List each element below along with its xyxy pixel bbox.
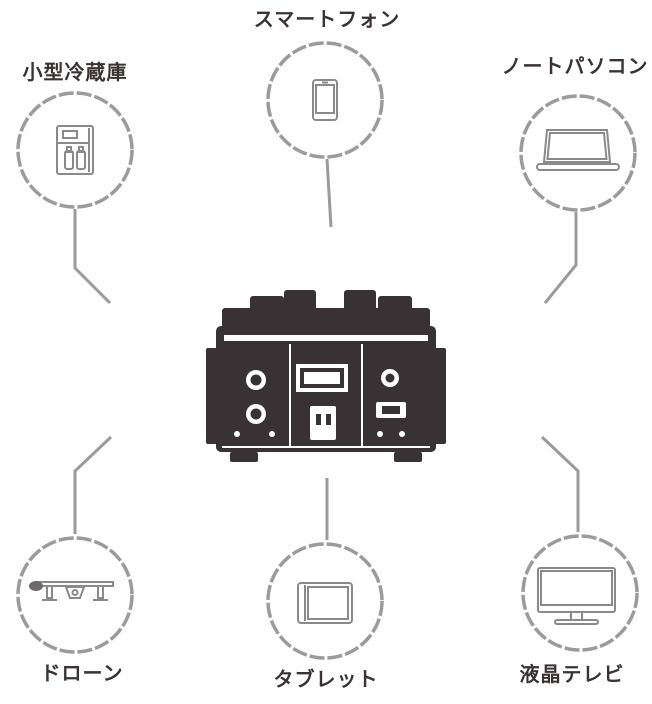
refrigerator-icon	[56, 125, 94, 175]
node-circle	[16, 91, 134, 209]
lcd-tv-icon	[537, 567, 616, 625]
node-label-lcd-tv: 液晶テレビ	[519, 662, 625, 686]
node-refrigerator	[16, 91, 134, 209]
smartphone-icon	[312, 79, 338, 121]
connector-bottom-right	[540, 435, 580, 532]
node-label-laptop: ノートパソコン	[501, 54, 649, 78]
node-label-refrigerator: 小型冷蔵庫	[22, 60, 128, 84]
power-station-illustration	[206, 290, 446, 462]
node-circle	[521, 534, 639, 652]
connector-top-right	[543, 212, 578, 304]
tablet-icon	[297, 582, 353, 624]
connector-bottom-left	[73, 435, 113, 534]
connector-top-center	[325, 158, 333, 228]
node-circle	[519, 94, 637, 212]
node-drone	[16, 536, 134, 654]
node-label-drone: ドローン	[40, 661, 124, 685]
node-label-smartphone: スマートフォン	[253, 7, 401, 31]
node-circle	[266, 41, 384, 159]
node-smartphone	[266, 41, 384, 159]
laptop-icon	[536, 129, 620, 171]
node-circle	[16, 536, 134, 654]
node-lcd-tv	[521, 534, 639, 652]
node-tablet	[266, 542, 384, 660]
node-circle	[266, 542, 384, 660]
device-ac-outlet	[310, 406, 336, 440]
drone-icon	[29, 581, 114, 601]
node-label-tablet: タブレット	[273, 667, 379, 691]
connector-top-left	[73, 209, 112, 305]
node-laptop	[519, 94, 637, 212]
